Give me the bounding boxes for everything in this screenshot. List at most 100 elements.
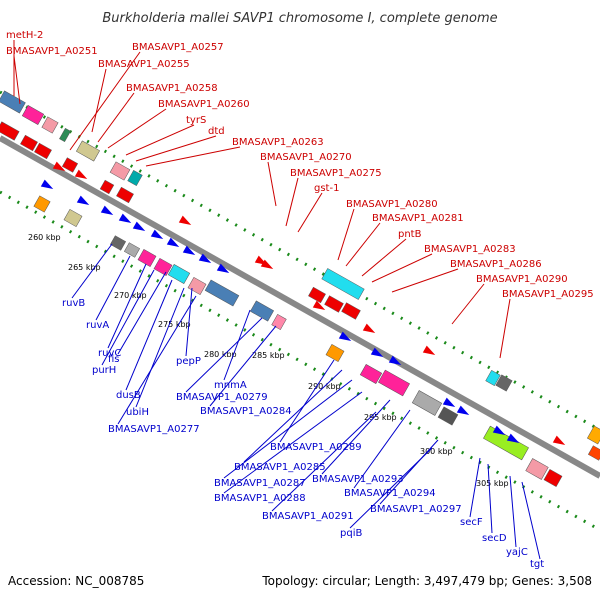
strand-arrow-2 [100, 205, 114, 215]
top-gene-label-0: metH-2 [6, 30, 43, 41]
bottom-leader-line-17 [353, 409, 411, 489]
top-leader-line-1 [13, 55, 21, 105]
top-leader-line-11 [297, 192, 323, 233]
top-leader-line-18 [499, 298, 511, 359]
gene-block-1 [21, 105, 45, 125]
strand-arrow-1 [76, 195, 90, 205]
strand-arrow-21 [362, 323, 376, 333]
top-gene-label-12: BMASAVP1_A0280 [346, 199, 438, 210]
scale-tick-label-0: 260 kbp [28, 233, 61, 242]
top-gene-label-3: BMASAVP1_A0255 [98, 59, 190, 70]
gene-block-17 [324, 295, 344, 313]
bottom-leader-line-18 [271, 411, 377, 512]
gene-block-6 [127, 169, 143, 187]
top-leader-line-6 [125, 124, 195, 156]
gene-block-19 [33, 195, 51, 213]
bottom-gene-label-0: ruvB [62, 298, 85, 309]
gene-block-4 [76, 140, 100, 162]
scale-tick-label-4: 280 kbp [204, 350, 237, 359]
bottom-gene-label-7: ubiH [126, 407, 149, 418]
gene-block-12 [34, 142, 52, 160]
top-leader-line-9 [267, 161, 277, 207]
strand-arrow-17 [52, 161, 66, 171]
track-lines [0, 90, 600, 532]
bottom-gene-label-1: ruvA [86, 320, 109, 331]
gene-block-31 [359, 364, 383, 384]
bottom-leader-line-1 [95, 255, 131, 321]
gene-block-30 [325, 343, 345, 363]
top-gene-label-15: BMASAVP1_A0283 [424, 244, 516, 255]
gene-block-21 [109, 235, 127, 251]
bottom-leader-line-23 [509, 475, 517, 548]
bottom-leader-line-0 [71, 243, 113, 299]
strand-arrow-13 [442, 397, 456, 407]
bottom-gene-label-24: tgt [530, 559, 544, 570]
strand-arrow-25 [312, 300, 326, 310]
strand-arrow-5 [150, 229, 164, 239]
strand-arrow-24 [178, 215, 192, 225]
top-gene-label-11: gst-1 [314, 183, 339, 194]
bottom-leader-line-8 [117, 295, 197, 425]
bottom-leader-line-13 [243, 369, 343, 463]
gene-block-2 [41, 116, 59, 134]
top-gene-label-18: BMASAVP1_A0295 [502, 289, 594, 300]
map-title: Burkholderia mallei SAVP1 chromosome I, … [102, 11, 497, 26]
bottom-leader-line-14 [223, 379, 353, 479]
strand-arrow-12 [388, 355, 402, 365]
scale-tick-label-3: 275 kbp [158, 320, 191, 329]
top-leader-line-12 [337, 208, 355, 261]
accession-text: Accession: NC_008785 [8, 574, 144, 588]
gene-block-0 [0, 90, 26, 114]
strand-arrow-22 [422, 345, 436, 355]
strand-arrow-16 [506, 433, 520, 443]
strand-arrow-9 [216, 263, 230, 273]
top-gene-label-13: BMASAVP1_A0281 [372, 213, 464, 224]
top-gene-label-14: pntB [398, 229, 422, 240]
top-leader-line-7 [135, 135, 217, 162]
gene-block-16 [308, 286, 326, 304]
bottom-gene-label-12: BMASAVP1_A0289 [270, 442, 362, 453]
scale-tick-label-8: 300 kbp [420, 447, 453, 456]
bottom-gene-label-22: secD [482, 533, 507, 544]
gene-block-38 [586, 425, 600, 445]
bottom-gene-label-6: dusB [116, 390, 141, 401]
strand-arrow-8 [198, 253, 212, 263]
bottom-gene-label-14: BMASAVP1_A0287 [214, 478, 306, 489]
bottom-gene-label-11: BMASAVP1_A0284 [200, 406, 292, 417]
gene-block-29 [271, 313, 287, 331]
label-leader-lines [13, 40, 541, 560]
gene-block-20 [63, 208, 83, 228]
bottom-gene-label-10: BMASAVP1_A0279 [176, 392, 268, 403]
bottom-gene-label-3: fis [108, 354, 120, 365]
bottom-gene-label-18: BMASAVP1_A0291 [262, 511, 354, 522]
bottom-leader-line-21 [469, 457, 481, 518]
gene-block-8 [485, 369, 501, 387]
gene-block-7 [321, 268, 365, 300]
bottom-leader-line-3 [117, 271, 167, 355]
bottom-leader-line-10 [185, 317, 263, 393]
bottom-gene-label-8: BMASAVP1_A0277 [108, 424, 200, 435]
chromosome-backbone [0, 135, 600, 479]
top-leader-line-3 [91, 68, 107, 133]
bottom-leader-line-19 [379, 439, 439, 505]
gene-block-36 [525, 458, 549, 480]
top-gene-label-7: dtd [208, 126, 225, 137]
bottom-leader-line-16 [321, 399, 391, 475]
top-gene-label-10: BMASAVP1_A0275 [290, 168, 382, 179]
bottom-leader-line-2 [107, 263, 147, 349]
bottom-gene-label-5: pepP [176, 356, 201, 367]
gene-block-18 [341, 302, 361, 320]
top-gene-label-16: BMASAVP1_A0286 [450, 259, 542, 270]
gene-block-9 [495, 374, 513, 392]
bottom-gene-label-21: secF [460, 517, 483, 528]
bottom-leader-line-4 [101, 269, 155, 366]
bottom-leader-line-7 [135, 287, 185, 408]
gene-block-3 [59, 127, 71, 143]
strand-arrow-4 [132, 221, 146, 231]
scale-tick-label-9: 305 kbp [476, 479, 509, 488]
strand-arrow-18 [74, 169, 88, 179]
top-leader-line-8 [145, 146, 241, 167]
strand-arrow-14 [456, 405, 470, 415]
